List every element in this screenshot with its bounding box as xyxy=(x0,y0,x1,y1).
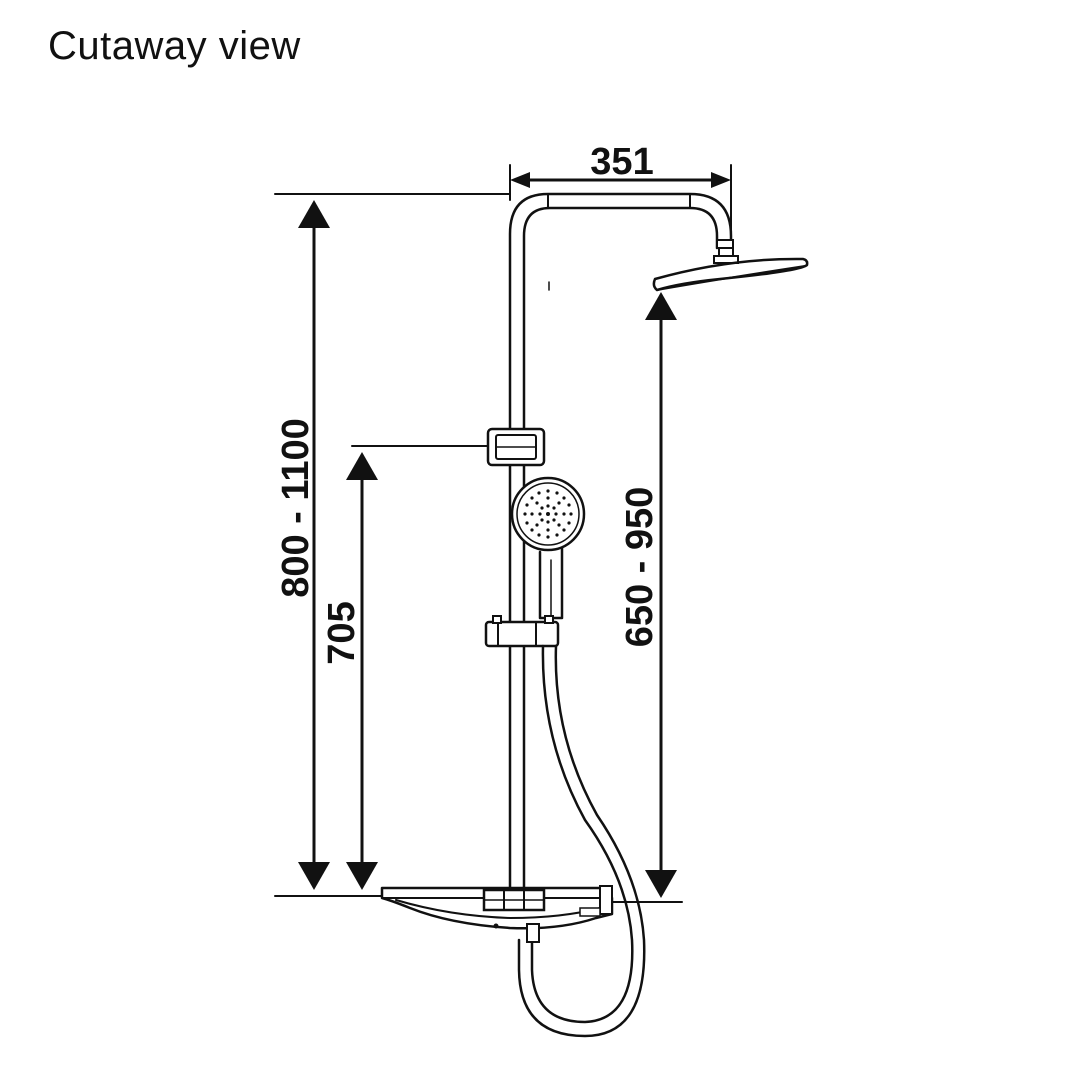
page-title: Cutaway view xyxy=(48,24,301,68)
dimension-head-height: 650 - 950 xyxy=(609,292,683,903)
hand-shower-holder xyxy=(486,427,546,467)
overhead-shower-head xyxy=(652,239,809,292)
dimension-total-height: 800 - 1100 xyxy=(274,193,511,897)
shower-hose xyxy=(517,644,646,1038)
slider-clamp xyxy=(484,615,560,648)
dimension-label-total-height: 800 - 1100 xyxy=(275,418,317,598)
dimension-holder-height: 705 xyxy=(321,445,489,890)
riser-rail xyxy=(508,192,733,890)
hand-shower xyxy=(510,476,586,620)
hand-shower-nozzles xyxy=(523,489,573,539)
dimension-label-head-height: 650 - 950 xyxy=(619,487,661,648)
dimension-width-top: 351 xyxy=(509,141,732,249)
thermostatic-shelf xyxy=(380,885,614,943)
dimension-label-351: 351 xyxy=(590,141,653,183)
dimension-label-705: 705 xyxy=(321,601,363,664)
